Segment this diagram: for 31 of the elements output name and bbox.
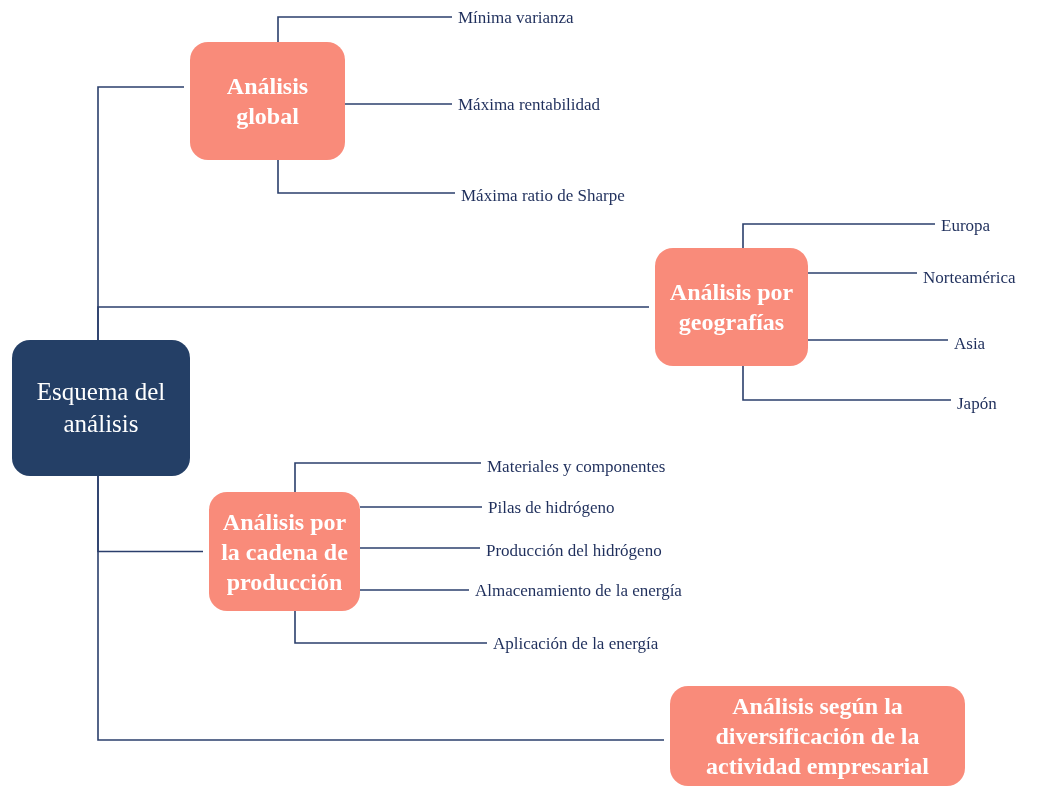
branch-text: Norteamérica [923,268,1016,289]
branch-text: Europa [941,216,991,237]
connector-line [277,159,456,194]
branch-text: Producción del hidrógeno [486,541,662,562]
branch-text: Máxima rentabilidad [458,95,601,116]
connector-line [359,547,481,549]
branch-text: Japón [957,394,997,415]
branch-text: Mínima varianza [458,8,574,29]
branch-text: Máxima ratio de Sharpe [461,186,625,207]
connector-line [807,339,949,341]
topic-box: Análisis por la cadena de producción [209,492,360,611]
connector-line [359,506,483,508]
connector-line [294,462,482,493]
connector-line [97,475,665,741]
connector-line [97,306,650,341]
connector-line [359,589,470,591]
branch-text: Materiales y componentes [487,457,666,478]
root-box: Esquema del análisis [12,340,190,476]
connector-line [742,365,952,401]
topic-box: Análisis global [190,42,345,160]
connector-line [277,16,453,43]
branch-text: Asia [954,334,986,355]
connector-line [344,103,453,105]
topic-box: Análisis según la diversificación de la actividad empresarial [670,686,965,786]
topic-box: Análisis por geografías [655,248,808,366]
branch-text: Aplicación de la energía [493,634,659,655]
connector-line [294,610,488,644]
branch-text: Pilas de hidrógeno [488,498,615,519]
connector-line [807,272,918,274]
connector-line [742,223,936,249]
branch-text: Almacenamiento de la energía [475,581,682,602]
